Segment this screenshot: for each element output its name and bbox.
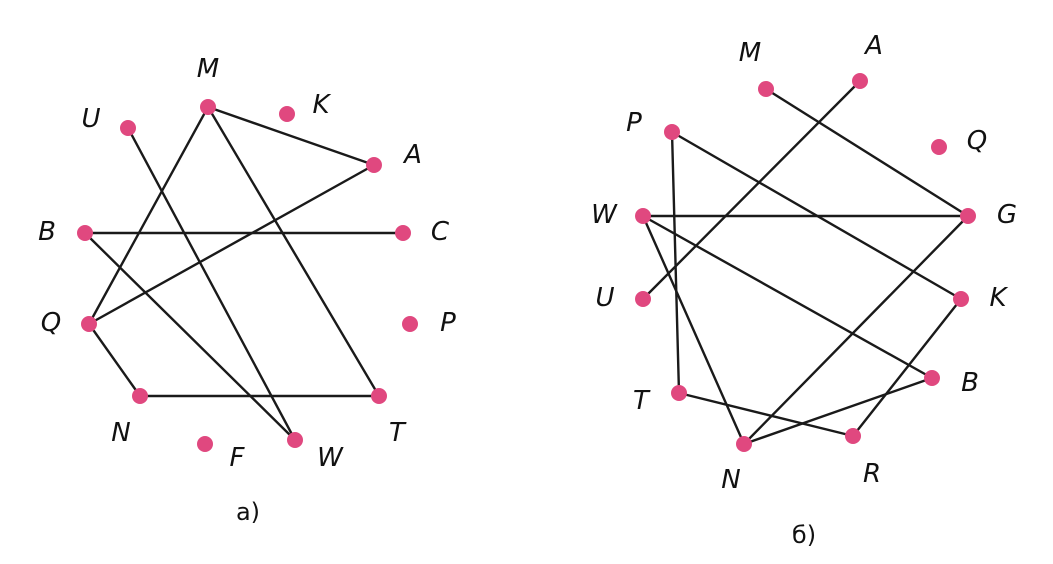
node-label-a-N: N — [111, 418, 130, 448]
node-label-b-B: B — [961, 368, 979, 398]
edge-b-G-N — [742, 214, 970, 446]
node-a-M — [200, 99, 216, 115]
node-label-b-Q: Q — [967, 126, 987, 156]
edge-b-W-B — [641, 214, 934, 380]
node-label-b-W: W — [591, 200, 618, 230]
graph-b-labels: M A P Q W G U K T B N R — [591, 31, 1017, 495]
graph-b-edges — [641, 79, 970, 446]
edge-a-M-Q — [87, 105, 210, 326]
caption-b: б) — [792, 521, 816, 549]
node-label-a-U: U — [81, 104, 100, 134]
edge-b-M-G — [764, 87, 970, 218]
graph-a-edges — [83, 105, 405, 442]
node-label-a-B: B — [38, 217, 56, 247]
node-label-b-K: K — [989, 283, 1008, 313]
graph-a-labels: M K U A B C Q P N F W T — [38, 54, 456, 473]
edge-a-Q-N — [87, 322, 142, 398]
node-b-A — [852, 73, 868, 89]
graph-a: M K U A B C Q P N F W T а) — [38, 54, 456, 526]
node-a-A — [366, 157, 382, 173]
node-a-C — [395, 225, 411, 241]
node-b-U — [635, 291, 651, 307]
edge-b-T-R — [677, 391, 855, 438]
node-b-K — [953, 291, 969, 307]
graph-b: M A P Q W G U K T B N R б) — [591, 31, 1017, 549]
node-a-K — [279, 106, 295, 122]
edge-a-M-A — [206, 105, 376, 167]
node-label-a-K: K — [312, 90, 331, 120]
node-b-G — [960, 208, 976, 224]
caption-a: а) — [236, 498, 260, 526]
node-b-P — [664, 124, 680, 140]
edge-b-K-R — [851, 297, 963, 438]
node-b-T — [671, 385, 687, 401]
node-a-F — [197, 436, 213, 452]
node-a-Q — [81, 316, 97, 332]
node-label-b-A: A — [863, 31, 883, 61]
edge-b-A-U — [641, 79, 862, 301]
node-label-b-N: N — [721, 465, 740, 495]
edge-b-N-B — [742, 376, 934, 446]
node-a-U — [120, 120, 136, 136]
graph-b-nodes — [635, 73, 976, 452]
graph-a-nodes — [77, 99, 418, 452]
node-b-Q — [931, 139, 947, 155]
node-a-B — [77, 225, 93, 241]
node-label-a-A: A — [402, 140, 422, 170]
edge-a-B-W — [83, 231, 297, 442]
node-label-b-G: G — [997, 200, 1017, 230]
node-label-a-W: W — [317, 443, 344, 473]
node-b-R — [845, 428, 861, 444]
node-label-a-F: F — [230, 443, 246, 473]
node-label-b-R: R — [863, 459, 881, 489]
node-label-a-P: P — [440, 308, 456, 338]
edge-b-W-N — [641, 214, 746, 446]
node-label-a-C: C — [431, 217, 450, 247]
node-label-b-M: M — [739, 38, 761, 68]
node-label-b-T: T — [633, 386, 651, 416]
node-b-N — [736, 436, 752, 452]
node-b-W — [635, 208, 651, 224]
node-label-b-U: U — [595, 283, 614, 313]
node-b-B — [924, 370, 940, 386]
node-label-b-P: P — [626, 108, 642, 138]
node-label-a-M: M — [197, 54, 219, 84]
edge-a-M-T — [206, 105, 381, 398]
edge-b-P-T — [670, 130, 681, 395]
node-b-M — [758, 81, 774, 97]
edge-a-U-W — [126, 126, 297, 442]
node-a-W — [287, 432, 303, 448]
node-a-P — [402, 316, 418, 332]
node-label-a-T: T — [389, 418, 407, 448]
edge-a-A-Q — [87, 163, 376, 326]
node-a-N — [132, 388, 148, 404]
node-a-T — [371, 388, 387, 404]
node-label-a-Q: Q — [41, 308, 61, 338]
